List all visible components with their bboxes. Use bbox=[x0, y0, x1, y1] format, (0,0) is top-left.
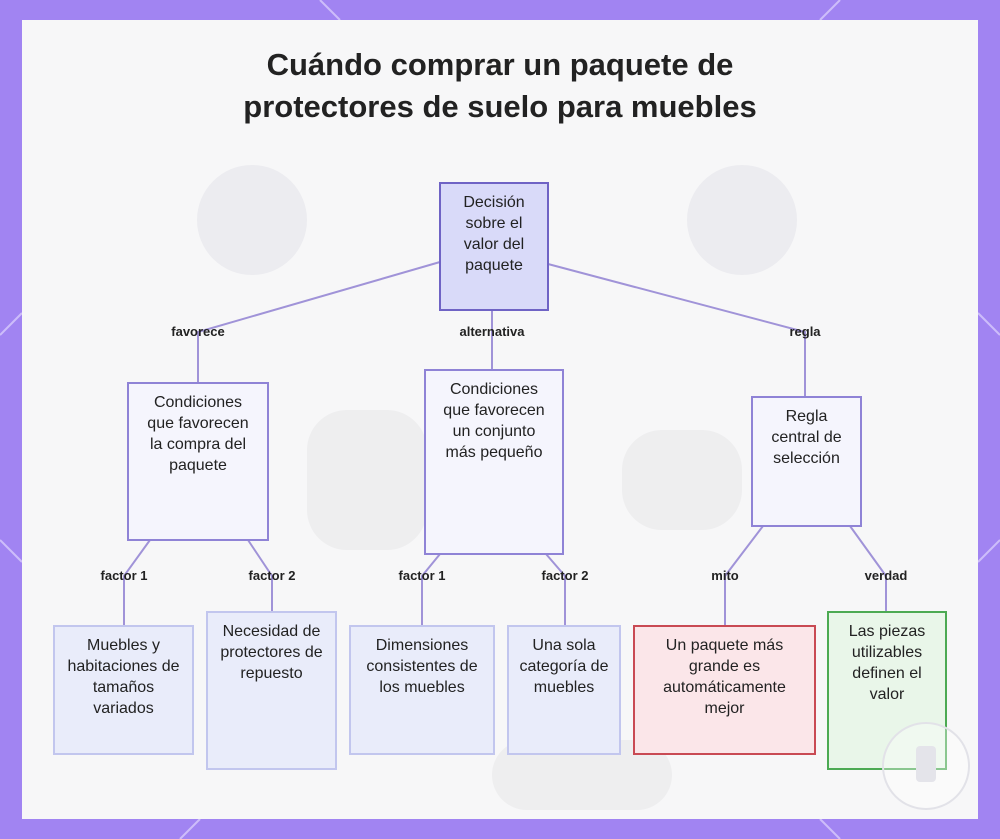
edge-label-factor2-b: factor 2 bbox=[541, 568, 589, 583]
background-shape bbox=[307, 410, 427, 550]
node-myth-text: Un paquete más grande es automáticamente… bbox=[663, 637, 786, 717]
edge-label-favorece: favorece bbox=[171, 324, 225, 339]
title-line-2: protectores de suelo para muebles bbox=[243, 89, 757, 124]
node-myth: Un paquete más grande es automáticamente… bbox=[633, 625, 816, 755]
node-truth-text: Las piezas utilizables definen el valor bbox=[848, 623, 926, 703]
edge-smaller-leaf3 bbox=[421, 553, 441, 626]
edge-label-factor2-a: factor 2 bbox=[248, 568, 296, 583]
node-leaf3-text: Dimensiones consistentes de los muebles bbox=[366, 637, 478, 696]
edge-label-verdad: verdad bbox=[864, 568, 908, 583]
edge-rule-myth bbox=[724, 525, 764, 626]
edge-root-favor bbox=[197, 261, 441, 383]
node-root-decision: Decisión sobre el valor del paquete bbox=[439, 182, 549, 311]
edge-favor-leaf2 bbox=[247, 539, 273, 612]
edge-root-rule bbox=[547, 263, 806, 397]
edge-label-factor1-a: factor 1 bbox=[100, 568, 148, 583]
node-central-rule: Regla central de selección bbox=[751, 396, 862, 527]
node-leaf4-text: Una sola categoría de muebles bbox=[519, 637, 609, 696]
node-smaller-text: Condiciones que favorecen un conjunto má… bbox=[443, 381, 545, 461]
node-smaller-conditions: Condiciones que favorecen un conjunto má… bbox=[424, 369, 564, 555]
background-shape bbox=[622, 430, 742, 530]
node-favor-conditions: Condiciones que favorecen la compra del … bbox=[127, 382, 269, 541]
node-rule-text: Regla central de selección bbox=[771, 408, 842, 467]
node-leaf-varied-sizes: Muebles y habitaciones de tamaños variad… bbox=[53, 625, 194, 755]
edge-rule-truth bbox=[849, 525, 887, 612]
node-leaf2-text: Necesidad de protectores de repuesto bbox=[220, 623, 323, 682]
node-leaf-single-category: Una sola categoría de muebles bbox=[507, 625, 621, 755]
title-line-1: Cuándo comprar un paquete de bbox=[266, 47, 734, 82]
background-circle bbox=[687, 165, 797, 275]
edge-label-factor1-b: factor 1 bbox=[398, 568, 446, 583]
node-leaf1-text: Muebles y habitaciones de tamaños variad… bbox=[67, 637, 180, 717]
cup-icon bbox=[882, 722, 970, 810]
background-circle bbox=[197, 165, 307, 275]
node-favor-text: Condiciones que favorecen la compra del … bbox=[147, 394, 249, 474]
edge-smaller-leaf4 bbox=[545, 553, 566, 626]
edge-label-mito: mito bbox=[711, 568, 739, 583]
edge-label-alternativa: alternativa bbox=[459, 324, 525, 339]
node-leaf-consistent-dimensions: Dimensiones consistentes de los muebles bbox=[349, 625, 495, 755]
edge-label-regla: regla bbox=[789, 324, 821, 339]
diagram-title: Cuándo comprar un paquete de protectores… bbox=[0, 44, 1000, 128]
node-leaf-spare-protectors: Necesidad de protectores de repuesto bbox=[206, 611, 337, 770]
edge-favor-leaf1 bbox=[123, 539, 151, 625]
node-root-text: Decisión sobre el valor del paquete bbox=[463, 194, 525, 274]
